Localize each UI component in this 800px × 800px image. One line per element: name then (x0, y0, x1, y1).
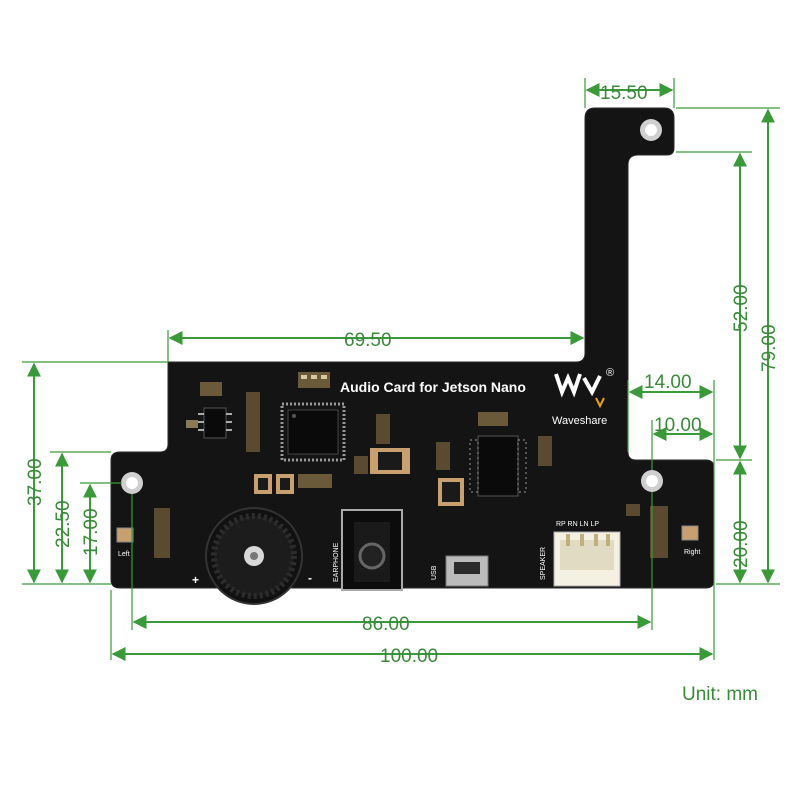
speaker-connector (553, 531, 621, 587)
dim-right-step-width: 14.00 (628, 372, 714, 399)
svg-text:15.50: 15.50 (600, 83, 648, 104)
svg-text:79.00: 79.00 (759, 324, 780, 372)
dim-right-total-height: 79.00 (759, 108, 780, 584)
component-resistor-column (246, 392, 260, 452)
dim-left-hole-height: 17.00 (81, 483, 102, 584)
svg-text:14.00: 14.00 (644, 372, 692, 393)
component-passives-right-mid (436, 442, 464, 506)
volume-plus-label: + (192, 573, 199, 587)
earphone-jack (341, 509, 403, 591)
mounting-hole-right (641, 470, 663, 492)
dim-hole-offset: 10.00 (652, 415, 714, 441)
dim-hole-spacing: 86.00 (132, 614, 652, 635)
component-resistor-array-top (298, 372, 330, 388)
mounting-hole-left (121, 472, 143, 494)
component-amplifier-chip (469, 412, 552, 497)
dim-left-mid-height: 22.50 (53, 452, 74, 584)
svg-text:17.00: 17.00 (81, 508, 102, 556)
left-microphone (116, 527, 134, 543)
svg-text:22.50: 22.50 (53, 500, 74, 548)
svg-text:69.50: 69.50 (344, 330, 392, 351)
dim-right-lower-height: 20.00 (731, 460, 752, 584)
speaker-label: SPEAKER (540, 547, 547, 580)
component-passives-left (186, 382, 222, 428)
component-resistor-right (626, 504, 668, 558)
dim-left-height: 37.00 (25, 362, 46, 584)
earphone-label: EARPHONE (333, 542, 340, 582)
component-passives-mid (354, 414, 410, 474)
svg-text:37.00: 37.00 (25, 458, 46, 506)
registered-mark: ® (606, 367, 614, 379)
component-resistor-left (154, 508, 170, 558)
dim-total-width: 100.00 (111, 646, 714, 667)
component-soic-chip (198, 407, 232, 439)
usb-port (445, 555, 489, 587)
dim-right-upper-height: 52.00 (731, 152, 752, 460)
svg-text:20.00: 20.00 (731, 520, 752, 568)
dim-upper-width: 69.50 (168, 330, 585, 351)
board-title: Audio Card for Jetson Nano (340, 379, 526, 395)
right-microphone (681, 525, 699, 541)
svg-text:86.00: 86.00 (362, 614, 410, 635)
dim-top-width: 15.50 (585, 83, 674, 104)
volume-minus-label: - (308, 571, 312, 585)
usb-label: USB (431, 565, 438, 580)
component-qfp-codec-chip (280, 402, 346, 462)
unit-label: Unit: mm (682, 684, 758, 705)
extension-lines (22, 78, 780, 660)
waveshare-logo-icon (554, 372, 605, 409)
speaker-pin-labels: RP RN LN LP (556, 521, 599, 528)
svg-text:100.00: 100.00 (380, 646, 438, 667)
component-capacitors-left (254, 474, 332, 494)
volume-potentiometer (205, 507, 303, 605)
right-label: Right (684, 549, 700, 556)
pcb-board (110, 107, 715, 589)
svg-text:10.00: 10.00 (654, 415, 702, 436)
svg-text:52.00: 52.00 (731, 284, 752, 332)
left-label: Left (118, 551, 130, 558)
mounting-hole-top (640, 119, 662, 141)
brand-label: Waveshare (552, 415, 607, 427)
